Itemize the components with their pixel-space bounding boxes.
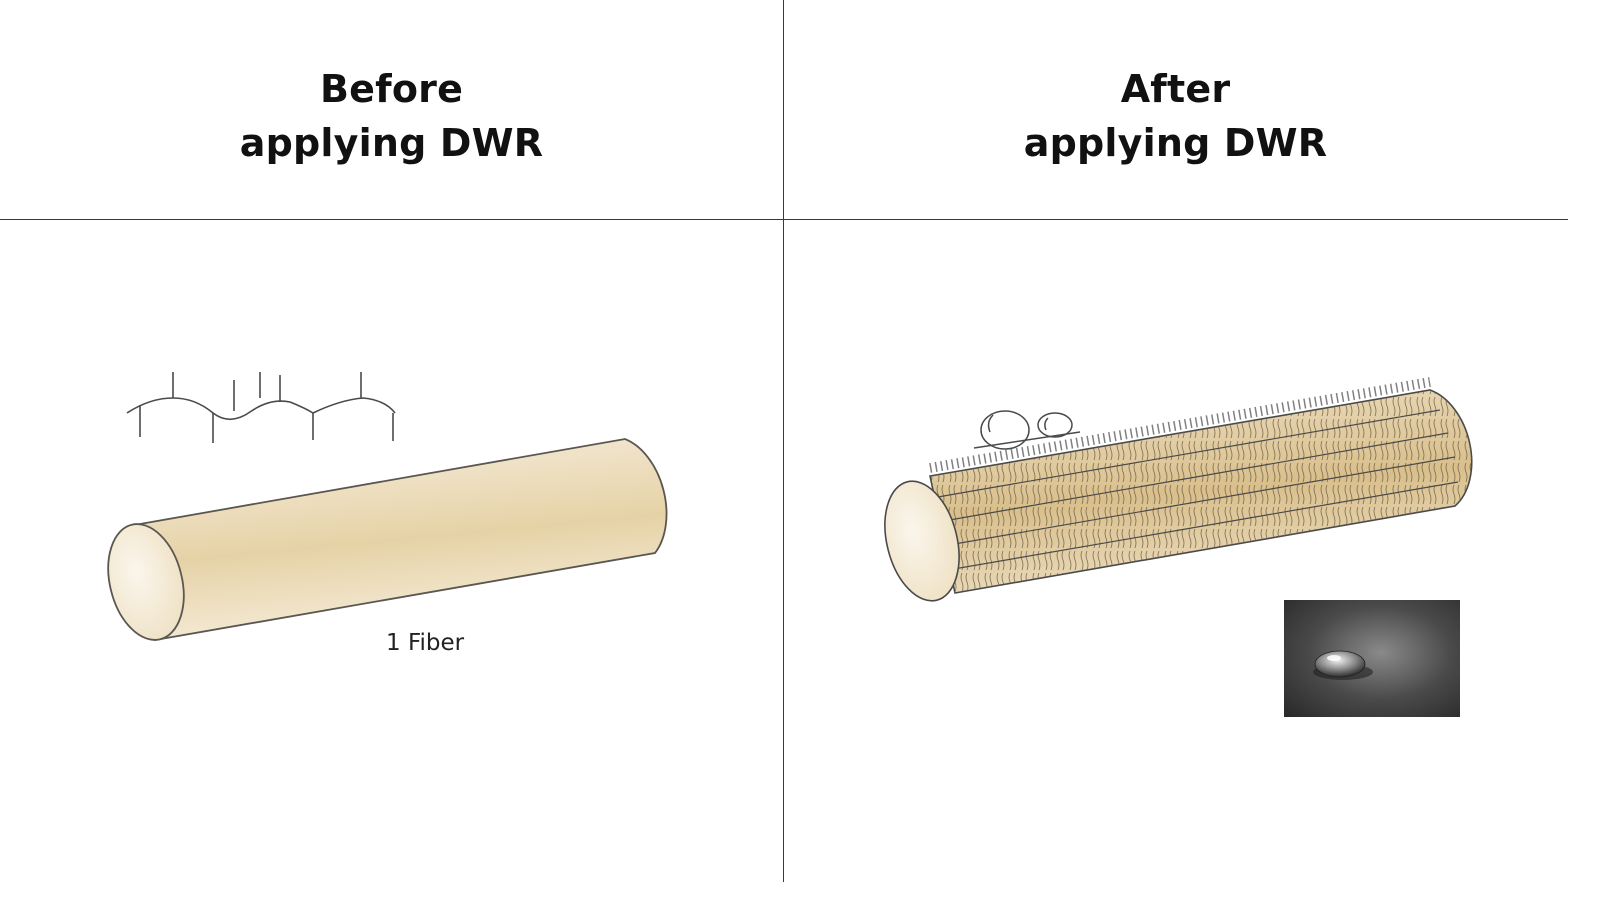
after-heading: After applying DWR <box>784 62 1567 170</box>
fiber-label: 1 Fiber <box>386 630 465 656</box>
molecule-sketch <box>126 372 396 443</box>
horizontal-divider <box>0 219 1568 220</box>
after-title-line1: After <box>1120 67 1231 111</box>
water-droplets <box>973 410 1081 450</box>
after-title-line2: applying DWR <box>1023 121 1328 165</box>
vertical-divider <box>783 0 784 882</box>
before-title-line1: Before <box>319 67 464 111</box>
before-title-line2: applying DWR <box>239 121 544 165</box>
droplet-photo <box>1284 600 1460 717</box>
before-heading: Before applying DWR <box>0 62 783 170</box>
fiber-before <box>107 438 668 642</box>
fiber-after <box>884 377 1473 602</box>
